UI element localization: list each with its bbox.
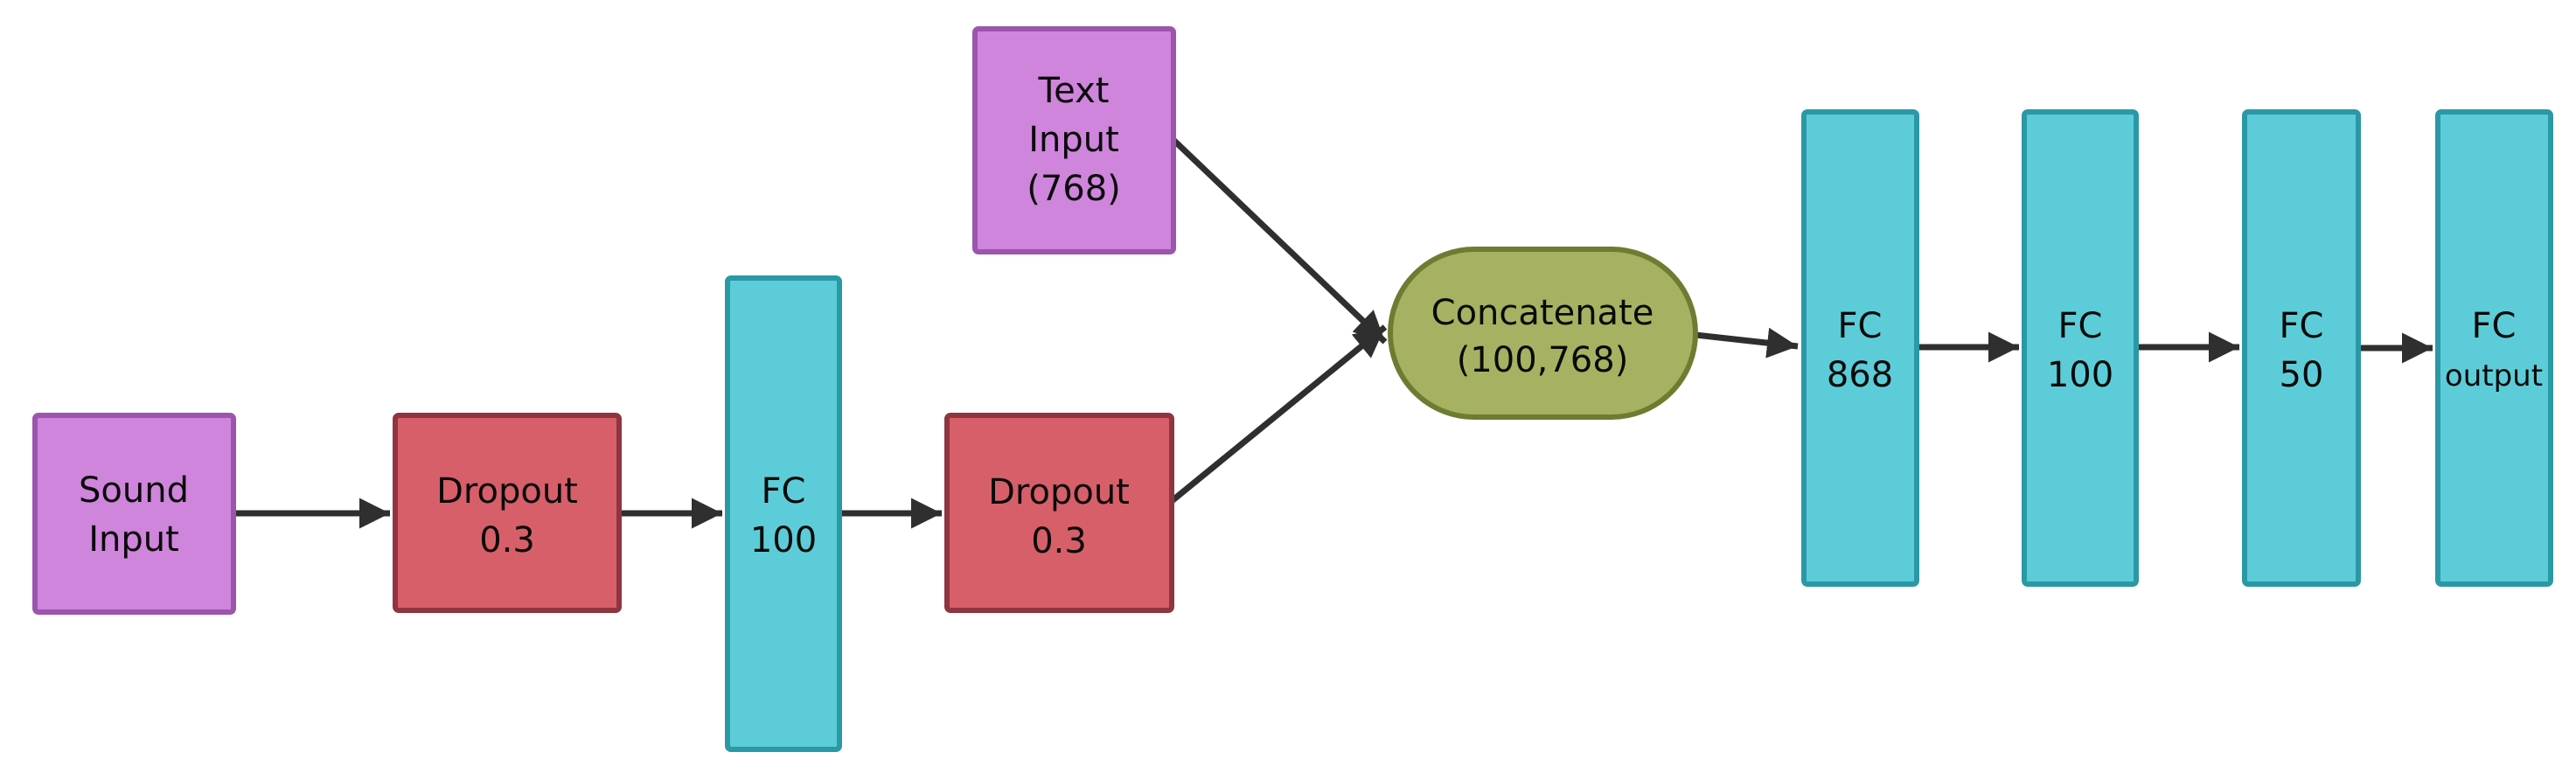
fc100-merged-box [2022,109,2139,587]
fc-output-label-line1: FC [2472,306,2517,346]
fc100-sound-box [725,275,842,752]
fc100-sound-label-line1: FC [762,471,806,512]
node-fc100-sound: FC 100 [725,275,842,752]
edges [233,137,2433,529]
fc50-box [2242,109,2361,587]
dropout1-box [393,413,622,613]
fc868-label-line1: FC [1838,306,1883,346]
fc100-merged-label-line2: 100 [2047,355,2113,395]
text-input-box [972,26,1176,254]
concatenate-capsule [1388,247,1698,420]
node-fc100-merged: FC 100 [2022,109,2139,587]
dropout2-label-line1: Dropout [988,472,1130,512]
node-text-input: Text Input (768) [972,26,1176,254]
fc50-label-line2: 50 [2280,355,2324,395]
fc868-box [1801,109,1919,587]
sound-input-box [32,413,236,615]
sound-input-label-line1: Sound [79,470,189,511]
text-input-label-line2: Input [1028,120,1119,160]
fc100-merged-label-line1: FC [2058,306,2103,346]
concatenate-label-line2: (100,768) [1457,340,1629,380]
dropout1-label-line1: Dropout [436,471,578,512]
dropout1-label-line2: 0.3 [479,520,535,561]
fc-output-box [2435,109,2553,587]
sound-input-label-line2: Input [88,519,179,560]
node-sound-input: Sound Input [32,413,236,615]
fc868-label-line2: 868 [1827,355,1893,395]
fc100-sound-label-line2: 100 [750,520,817,561]
node-concatenate: Concatenate (100,768) [1388,247,1698,420]
fc50-label-line1: FC [2280,306,2324,346]
node-fc50: FC 50 [2242,109,2361,587]
dropout2-box [944,413,1174,613]
text-input-label-line1: Text [1038,71,1110,111]
fc-output-label-line2: output [2445,359,2543,393]
node-dropout1: Dropout 0.3 [393,413,622,613]
dropout2-label-line2: 0.3 [1031,521,1087,561]
text-input-label-line3: (768) [1027,169,1121,209]
edge-dropout2-to-concatenate [1169,324,1388,504]
edge-concatenate-to-fc868 [1695,327,1799,359]
node-fc868: FC 868 [1801,109,1919,587]
edge-text-input-to-concatenate [1171,137,1388,345]
node-fc-output: FC output [2435,109,2553,587]
node-dropout2: Dropout 0.3 [944,413,1174,613]
concatenate-label-line1: Concatenate [1431,293,1654,333]
